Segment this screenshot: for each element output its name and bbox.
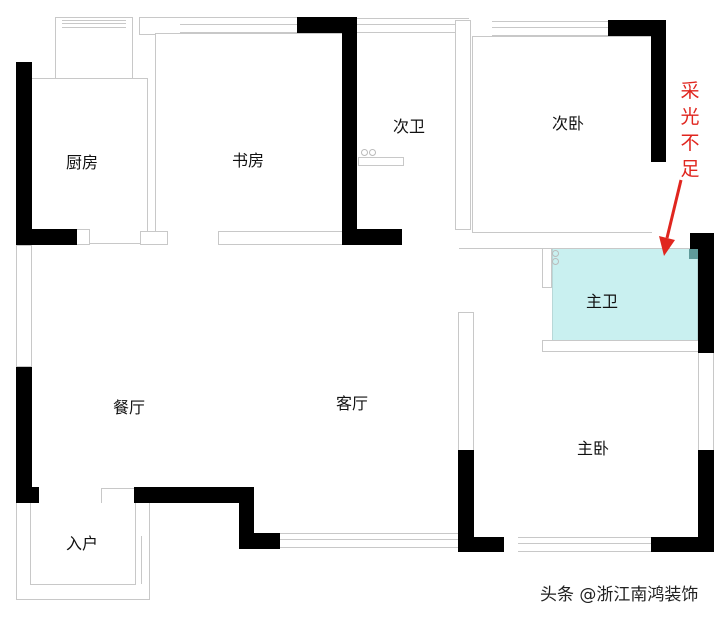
room-label-master-bath: 主卫	[586, 292, 619, 311]
bath2-partition	[455, 20, 471, 230]
master-bath-highlight	[552, 248, 698, 344]
wall	[134, 487, 254, 503]
entry-shoe-cabinet	[134, 536, 150, 584]
room-label-kitchen: 厨房	[66, 153, 99, 172]
study-sill	[218, 231, 344, 245]
wall	[16, 229, 77, 245]
fixture-icon	[369, 149, 376, 156]
wall	[16, 62, 32, 244]
kitchen-door-stub	[76, 229, 90, 245]
room-label-secondary-bedroom: 次卧	[552, 114, 585, 133]
annotation-arrow-icon	[659, 179, 683, 256]
wall	[342, 229, 402, 245]
wall	[239, 533, 280, 549]
bath2-counter	[358, 157, 404, 166]
entry-inner	[30, 503, 136, 585]
bedroom2-outline	[472, 36, 652, 233]
master-bedroom-right-frame	[698, 352, 714, 452]
entry-door-stub	[101, 488, 135, 504]
bedroom2-window	[492, 21, 610, 36]
room-label-secondary-bath: 次卫	[393, 117, 426, 136]
wall	[16, 487, 39, 503]
dining-left-frame	[16, 245, 32, 367]
wall	[458, 450, 474, 552]
wall	[698, 233, 714, 353]
fixture-icon	[552, 250, 559, 257]
wall	[16, 367, 32, 503]
annotation-text: 采光不足	[680, 80, 700, 180]
study-outline	[155, 33, 345, 231]
wall	[342, 17, 357, 245]
corridor-line	[459, 248, 699, 249]
kitchen-outline	[31, 78, 148, 244]
watermark: 头条 @浙江南鸿装饰	[540, 585, 699, 605]
room-label-living: 客厅	[336, 394, 369, 413]
fixture-icon	[552, 258, 559, 265]
living-window	[280, 533, 458, 548]
master-bath-corner	[689, 248, 698, 259]
room-label-entry: 入户	[66, 534, 99, 553]
wall	[458, 537, 504, 552]
wall	[651, 20, 666, 162]
bath2-window	[357, 18, 469, 33]
master-bedroom-partition	[458, 312, 474, 452]
room-label-master-bedroom: 主卧	[577, 439, 610, 458]
kitchen-window	[62, 20, 126, 28]
master-bedroom-window	[518, 537, 652, 552]
study-door-stub	[140, 231, 168, 245]
master-bath-door-stub	[542, 248, 552, 288]
wall	[698, 450, 714, 552]
room-label-dining: 餐厅	[113, 398, 146, 417]
master-bath-sill	[542, 340, 700, 352]
room-label-study: 书房	[232, 151, 265, 170]
fixture-icon	[361, 149, 368, 156]
study-window	[180, 17, 298, 33]
